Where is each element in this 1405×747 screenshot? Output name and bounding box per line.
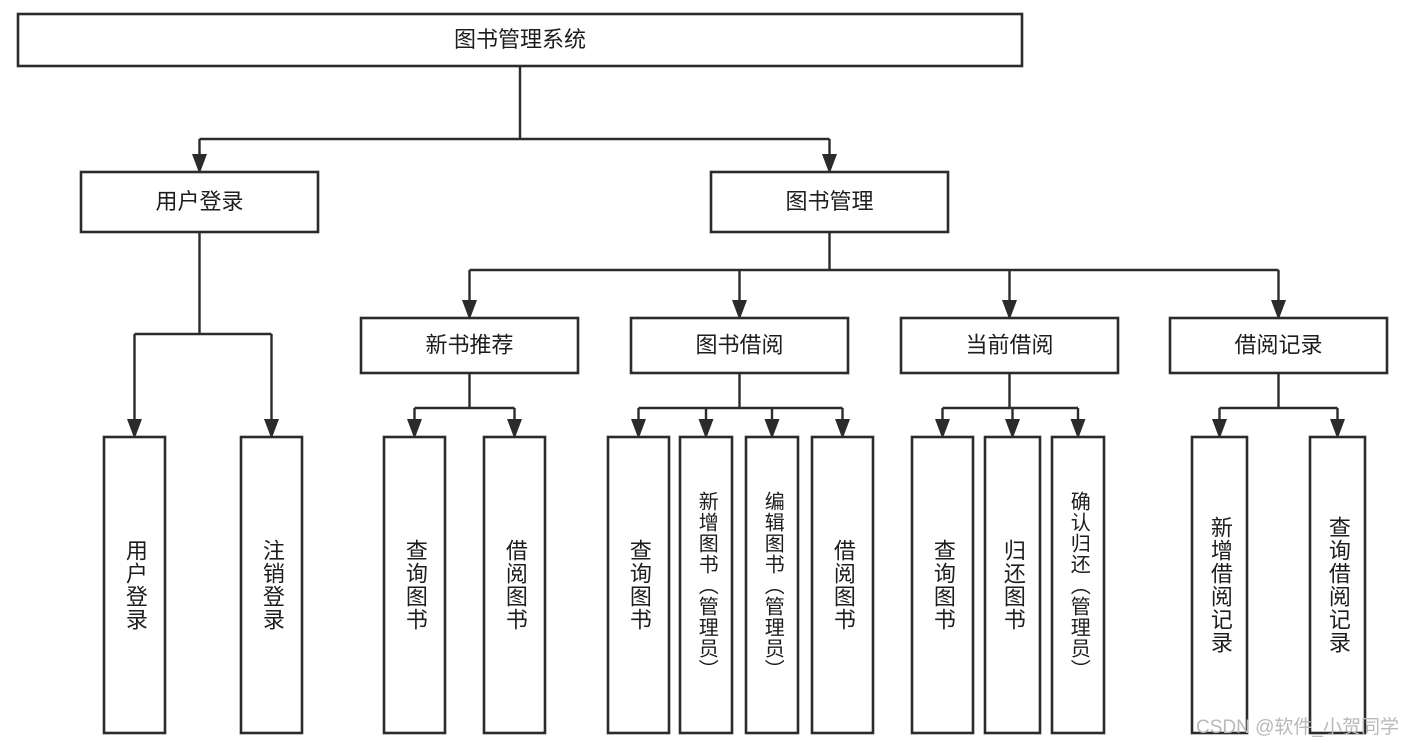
node-leaf-1[interactable] bbox=[102, 435, 167, 735]
node-leaf-10[interactable] bbox=[983, 435, 1042, 735]
node-box[interactable] bbox=[744, 435, 800, 735]
node-l2-1[interactable]: 用户登录 bbox=[79, 170, 320, 234]
node-l3-2[interactable]: 图书借阅 bbox=[629, 316, 850, 375]
node-leaf-7[interactable] bbox=[744, 435, 800, 735]
node-leaf-8[interactable] bbox=[810, 435, 875, 735]
node-box[interactable] bbox=[709, 170, 950, 234]
node-box[interactable] bbox=[382, 435, 447, 735]
node-label: 图书管理系统 bbox=[454, 27, 586, 52]
node-box[interactable] bbox=[1050, 435, 1106, 735]
node-box[interactable] bbox=[359, 316, 580, 375]
node-label: 当前借阅 bbox=[965, 332, 1053, 357]
node-leaf-12[interactable] bbox=[1190, 435, 1249, 735]
node-label: 新书推荐 bbox=[425, 332, 513, 357]
node-box[interactable] bbox=[1308, 435, 1367, 735]
node-label: 借阅记录 bbox=[1234, 332, 1322, 357]
node-l3-3[interactable]: 当前借阅 bbox=[899, 316, 1120, 375]
node-box[interactable] bbox=[16, 12, 1024, 68]
node-box[interactable] bbox=[482, 435, 547, 735]
node-box[interactable] bbox=[79, 170, 320, 234]
node-leaf-5[interactable] bbox=[606, 435, 671, 735]
node-box[interactable] bbox=[678, 435, 734, 735]
node-leaf-3[interactable] bbox=[382, 435, 447, 735]
node-box[interactable] bbox=[1190, 435, 1249, 735]
edges-layer bbox=[127, 66, 1345, 439]
node-leaf-9[interactable] bbox=[910, 435, 975, 735]
node-box[interactable] bbox=[810, 435, 875, 735]
node-leaf-11[interactable] bbox=[1050, 435, 1106, 735]
node-box[interactable] bbox=[983, 435, 1042, 735]
node-leaf-4[interactable] bbox=[482, 435, 547, 735]
node-leaf-13[interactable] bbox=[1308, 435, 1367, 735]
node-box[interactable] bbox=[910, 435, 975, 735]
node-l3-1[interactable]: 新书推荐 bbox=[359, 316, 580, 375]
node-leaf-2[interactable] bbox=[239, 435, 304, 735]
node-l3-4[interactable]: 借阅记录 bbox=[1168, 316, 1389, 375]
node-leaf-6[interactable] bbox=[678, 435, 734, 735]
node-label: 图书借阅 bbox=[695, 332, 783, 357]
node-label: 用户登录 bbox=[155, 189, 243, 214]
node-box[interactable] bbox=[899, 316, 1120, 375]
node-box[interactable] bbox=[102, 435, 167, 735]
node-root[interactable]: 图书管理系统 bbox=[16, 12, 1024, 68]
node-box[interactable] bbox=[629, 316, 850, 375]
node-box[interactable] bbox=[239, 435, 304, 735]
node-box[interactable] bbox=[1168, 316, 1389, 375]
node-l2-2[interactable]: 图书管理 bbox=[709, 170, 950, 234]
node-label: 图书管理 bbox=[785, 189, 873, 214]
node-box[interactable] bbox=[606, 435, 671, 735]
